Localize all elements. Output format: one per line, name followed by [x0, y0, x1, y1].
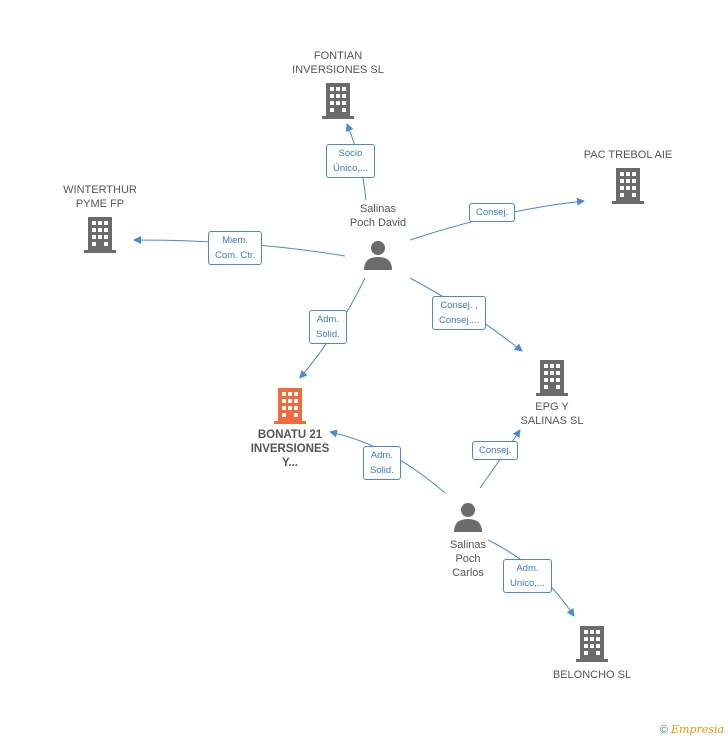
node-name: EPG Y SALINAS SL — [520, 401, 584, 427]
edge-label-carlos-beloncho[interactable]: Adm. Unico,... — [503, 559, 552, 593]
building-icon — [84, 217, 116, 253]
person-icon — [364, 241, 392, 270]
copyright-symbol: © — [659, 724, 668, 736]
edge-label-david-fontian[interactable]: Socio Único,... — [326, 144, 375, 178]
edge-label-carlos-bonatu[interactable]: Adm. Solid. — [363, 446, 401, 480]
building-icon — [576, 626, 608, 662]
node-beloncho[interactable]: BELONCHO SL — [536, 626, 648, 682]
edge-label-line: Solid. — [316, 329, 340, 340]
edge-label-line: Adm. — [516, 563, 539, 574]
edge-label-line: Solid. — [370, 465, 394, 476]
edge-label-line: Com. Ctr. — [215, 250, 256, 261]
building-icon — [612, 168, 644, 204]
edge-label-david-bonatu[interactable]: Adm. Solid. — [309, 310, 347, 344]
footer-brand: © Empresia — [660, 723, 724, 736]
node-name: BELONCHO SL — [552, 669, 632, 681]
edge-label-line: Consej. — [479, 445, 512, 456]
node-winterthur[interactable]: WINTERTHUR PYME FP — [44, 183, 156, 253]
edge-label-line: Único,... — [333, 163, 368, 174]
node-fontian-inversiones[interactable]: FONTIAN INVERSIONES SL — [278, 49, 398, 119]
edge-label-line: Consej. — [476, 207, 509, 218]
edge-label-line: Miem. — [222, 235, 248, 246]
node-salinas-poch-david[interactable]: Salinas Poch David — [326, 202, 430, 270]
edge-label-line: Socio — [338, 148, 363, 159]
node-name: PAC TREBOL AIE — [583, 149, 673, 161]
edge-label-david-epg[interactable]: Consej. , Consej.... — [432, 296, 487, 330]
node-name: WINTERTHUR PYME FP — [63, 184, 137, 210]
node-name: BONATU 21 INVERSIONES Y... — [250, 429, 330, 469]
edge-label-david-pac[interactable]: Consej. — [469, 203, 516, 222]
node-name: FONTIAN INVERSIONES SL — [292, 50, 384, 76]
node-salinas-poch-carlos[interactable]: Salinas Poch Carlos — [422, 502, 514, 580]
edge-label-line: Consej. , — [440, 300, 478, 311]
node-name: Salinas Poch Carlos — [449, 539, 487, 579]
node-bonatu-21-inversiones[interactable]: BONATU 21 INVERSIONES Y... — [230, 388, 350, 470]
brand-logo: Empresia — [671, 723, 724, 736]
node-name: Salinas Poch David — [349, 203, 407, 229]
node-pac-trebol[interactable]: PAC TREBOL AIE — [568, 148, 688, 204]
edge-label-line: Consej.... — [439, 315, 480, 326]
edge-label-carlos-epg[interactable]: Consej. — [472, 441, 519, 460]
building-icon — [322, 83, 354, 119]
edge-label-david-winterthur[interactable]: Miem. Com. Ctr. — [208, 231, 263, 265]
person-icon — [454, 503, 482, 532]
edge-label-line: Adm. — [370, 450, 393, 461]
building-icon — [536, 360, 568, 396]
edge-label-line: Unico,... — [510, 578, 545, 589]
building-icon — [274, 388, 306, 424]
node-epg-y-salinas[interactable]: EPG Y SALINAS SL — [496, 360, 608, 428]
edge-label-line: Adm. — [316, 314, 339, 325]
